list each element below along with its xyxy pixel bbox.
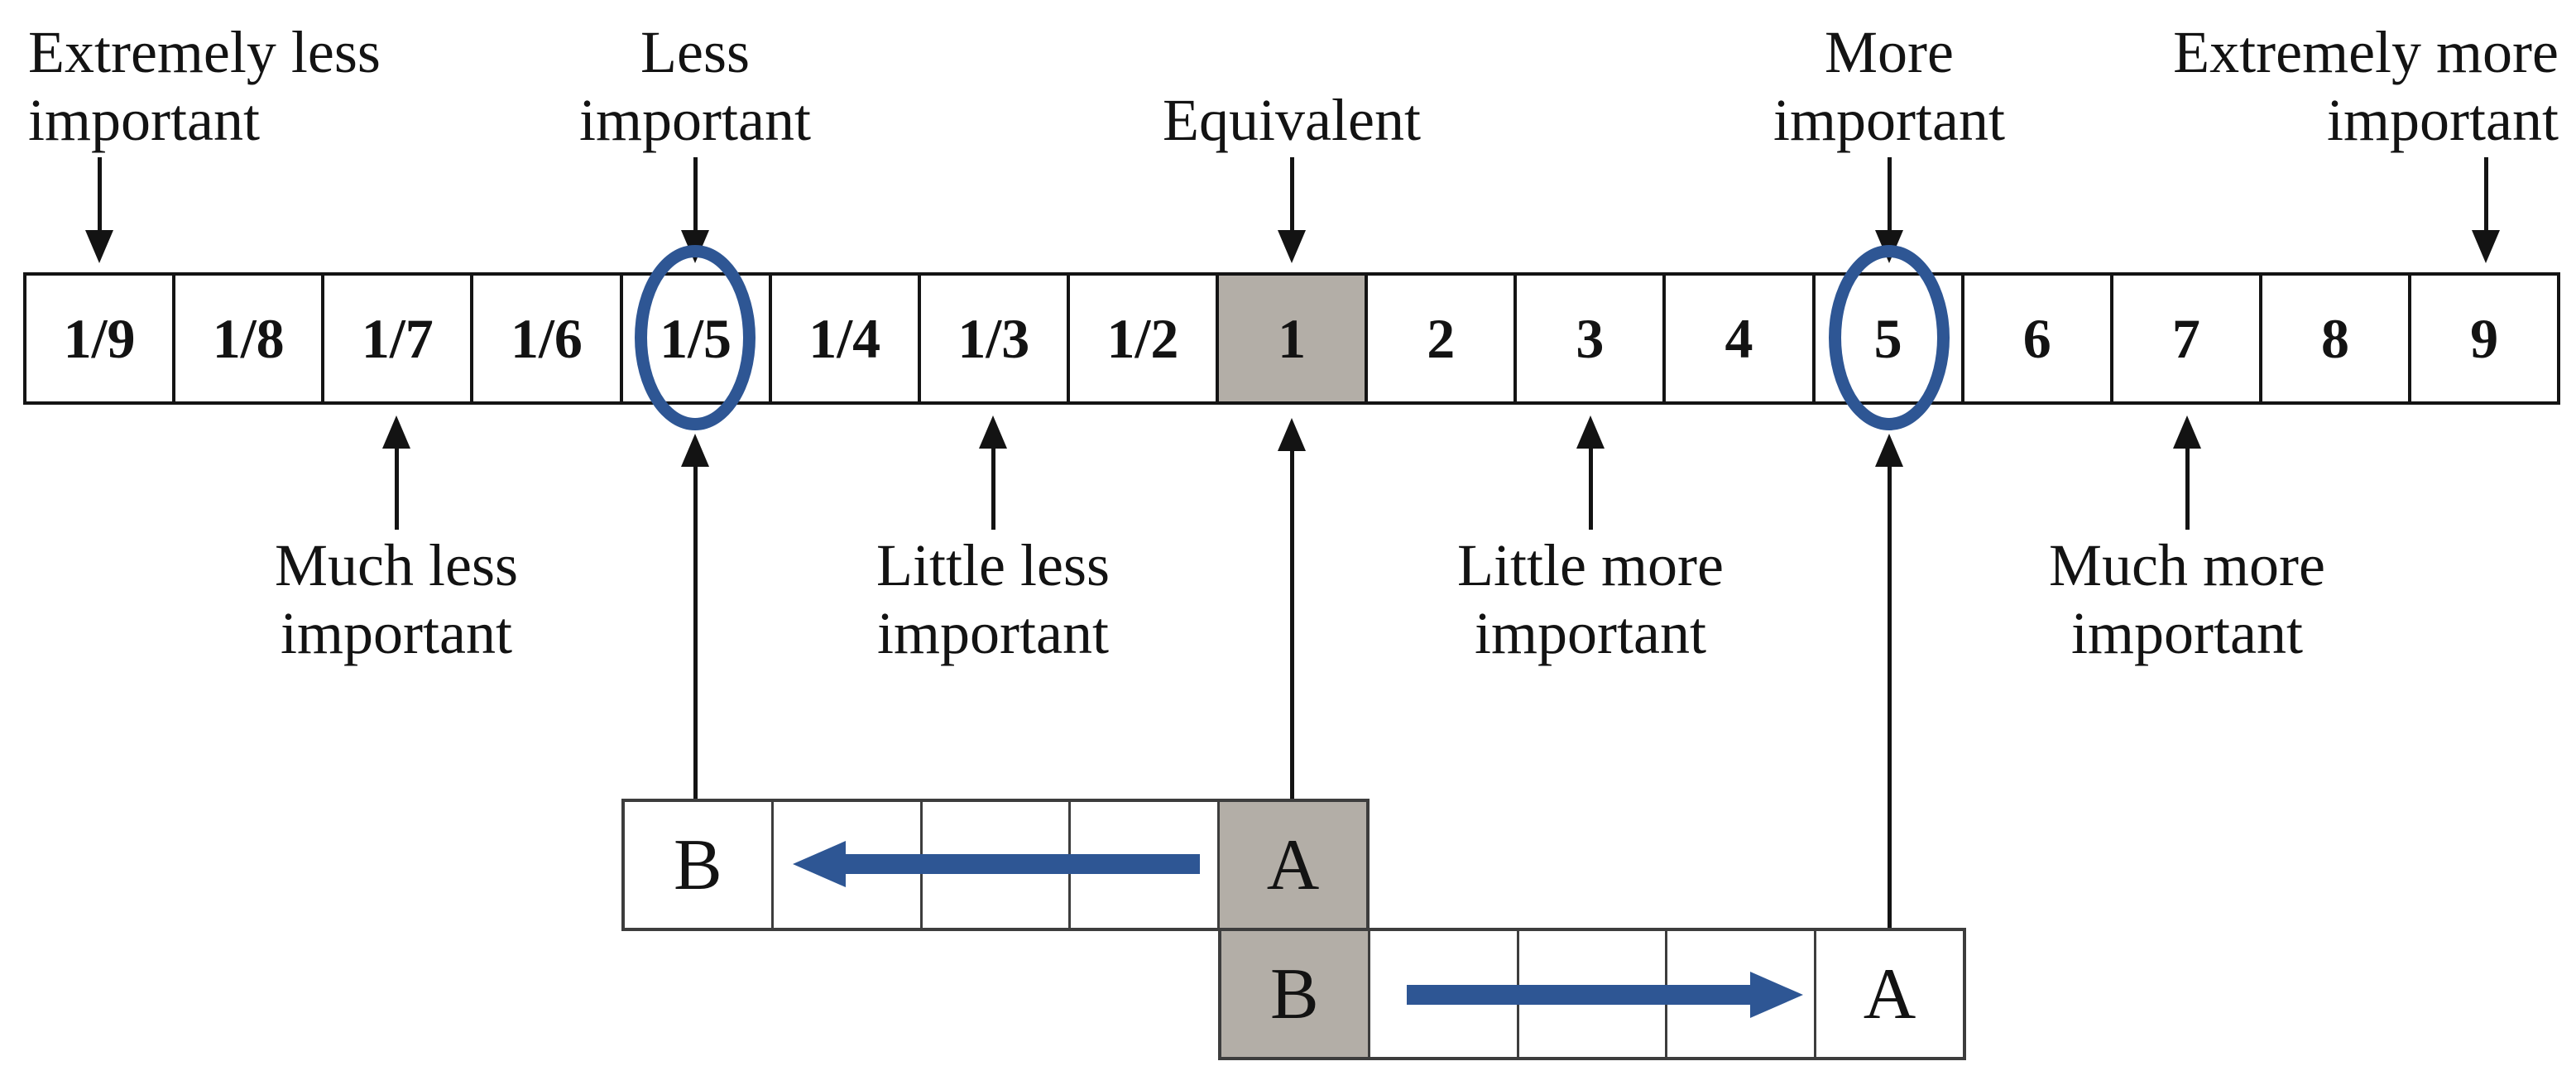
row1-cell-empty — [1071, 802, 1221, 928]
scale-cell-1-shaded: 1 — [1219, 276, 1369, 401]
scale-cell-3: 3 — [1517, 276, 1667, 401]
scale-cell-1-9: 1/9 — [26, 276, 176, 401]
long-arrow-row1-a-to-1-icon — [1290, 449, 1294, 799]
arrow-up-head-icon — [979, 415, 1007, 449]
arrow-up-head-icon — [2173, 415, 2201, 449]
label-less-important: Less important — [579, 18, 811, 154]
scale-cell-9: 9 — [2470, 306, 2499, 370]
scale-cell-1-2: 1/2 — [1070, 276, 1219, 401]
row1-cell-b: B — [625, 802, 774, 928]
label-line: Little more — [1457, 532, 1724, 598]
label-line: important — [2327, 87, 2559, 153]
label-line: Much less — [275, 532, 518, 598]
arrow-down-head-icon — [2472, 230, 2500, 263]
arrow-down-to-1-icon — [1290, 157, 1294, 232]
label-extremely-less-important: Extremely less important — [28, 18, 381, 154]
scale-cell-1-3: 1/3 — [921, 276, 1070, 401]
label-line: Much more — [2049, 532, 2325, 598]
long-arrow-row1-b-to-1-5-icon — [693, 465, 698, 799]
scale-cell-7: 7 — [2113, 276, 2262, 401]
label-line: Little less — [876, 532, 1110, 598]
row2-cell-empty — [1667, 931, 1817, 1057]
arrow-down-to-1-9-icon — [98, 157, 102, 232]
arrow-down-to-5-icon — [1888, 157, 1892, 232]
scale-cell-6: 6 — [1964, 276, 2113, 401]
arrow-up-head-icon — [1875, 434, 1903, 467]
arrow-up-head-icon — [1278, 418, 1306, 451]
arrow-down-to-9-icon — [2484, 157, 2488, 232]
label-line: important — [2071, 600, 2303, 666]
blue-arrow-left-body-icon — [844, 854, 1200, 874]
arrow-down-to-1-5-icon — [693, 157, 698, 232]
label-much-less-important: Much less important — [275, 531, 518, 667]
arrow-up-to-1-7-icon — [395, 447, 399, 530]
comparison-row-1: B A — [621, 799, 1370, 931]
label-line: Extremely less — [28, 19, 381, 85]
scale-cell-8: 8 — [2262, 276, 2411, 401]
label-line: Extremely more — [2173, 19, 2559, 85]
rating-scale-bar: 1/9 1/8 1/7 1/6 1/5 1/4 1/3 1/2 1 2 3 4 … — [23, 272, 2560, 405]
blue-arrow-right-body-icon — [1407, 985, 1750, 1005]
row1-cell-a-shaded: A — [1220, 802, 1366, 928]
scale-cell-2: 2 — [1368, 276, 1518, 401]
selection-ellipse-1-5-icon — [635, 245, 756, 430]
label-little-more-important: Little more important — [1457, 531, 1724, 667]
arrow-up-to-3-icon — [1589, 447, 1593, 530]
arrow-down-head-icon — [85, 230, 113, 263]
label-line: important — [579, 87, 811, 153]
label-little-less-important: Little less important — [876, 531, 1110, 667]
label-equivalent: Equivalent — [1163, 86, 1421, 154]
label-line: important — [877, 600, 1109, 666]
label-more-important: More important — [1773, 18, 2005, 154]
scale-cell-1-4: 1/4 — [772, 276, 921, 401]
scale-cell-1-6: 1/6 — [473, 276, 623, 401]
scale-cell-4: 4 — [1666, 276, 1816, 401]
blue-arrow-right-head-icon — [1750, 972, 1803, 1018]
label-extremely-more-important: Extremely more important — [2173, 18, 2559, 154]
label-much-more-important: Much more important — [2049, 531, 2325, 667]
label-line: important — [1773, 87, 2005, 153]
arrow-up-head-icon — [681, 434, 709, 467]
arrow-up-to-1-3-icon — [991, 447, 995, 530]
label-line: important — [281, 600, 512, 666]
arrow-down-head-icon — [1278, 230, 1306, 263]
label-line: Less — [640, 19, 750, 85]
label-line: important — [28, 87, 260, 153]
arrow-up-to-7-icon — [2185, 447, 2190, 530]
blue-arrow-left-head-icon — [793, 841, 846, 887]
label-line: More — [1825, 19, 1954, 85]
label-line: important — [1475, 600, 1706, 666]
row2-cell-a: A — [1863, 953, 1916, 1035]
arrow-up-head-icon — [1576, 415, 1605, 449]
arrow-up-head-icon — [382, 415, 410, 449]
scale-cell-1-8: 1/8 — [175, 276, 325, 401]
scale-cell-1-7: 1/7 — [324, 276, 474, 401]
selection-ellipse-5-icon — [1829, 245, 1950, 430]
long-arrow-row2-a-to-5-icon — [1888, 465, 1892, 929]
label-line: Equivalent — [1163, 87, 1421, 153]
row2-cell-b-shaded: B — [1221, 931, 1370, 1057]
